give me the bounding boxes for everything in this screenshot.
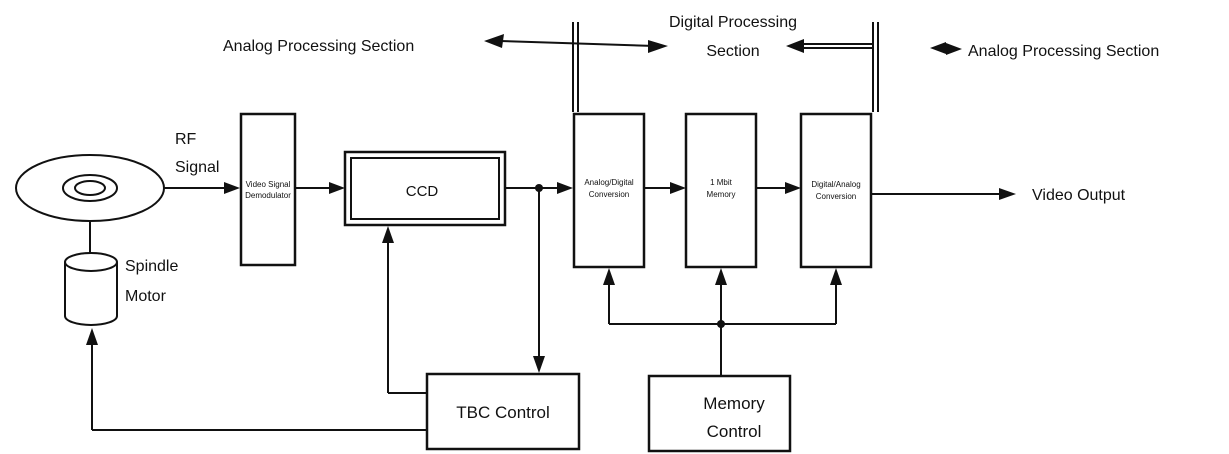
analog-right-span-arrow [930, 42, 962, 55]
junction-to-tbc-arrow [533, 188, 545, 373]
memory-control-label-line2: Control [707, 422, 762, 441]
adc-label-line1: Analog/Digital [584, 178, 634, 187]
disc-icon [15, 154, 165, 222]
memory-to-dac-arrow [756, 182, 801, 194]
tbc-control-block [425, 372, 581, 451]
memory-block [684, 112, 758, 269]
analog-section-right-label: Analog Processing Section [968, 43, 1159, 60]
adc-label-line2: Conversion [589, 190, 629, 199]
memory-control-label-line1: Memory [703, 394, 765, 413]
digital-section-label-line2: Section [706, 43, 759, 60]
analog-section-left-label: Analog Processing Section [223, 38, 414, 55]
memory-label-line2: Memory [707, 190, 736, 199]
memory-control-block [647, 374, 792, 453]
video-output-arrow [871, 188, 1016, 200]
spindle-motor-label-line1: Spindle [125, 258, 178, 275]
analog-left-span-arrow [484, 34, 668, 53]
spindle-motor-label-line2: Motor [125, 288, 167, 305]
video-signal-demodulator-block [239, 112, 297, 267]
rf-signal-label-line2: Signal [175, 159, 219, 176]
memory-bus-junction-dot [717, 320, 725, 328]
tbc-control-label: TBC Control [456, 403, 550, 422]
video-output-label: Video Output [1032, 187, 1126, 204]
demodulator-label-line2: Demodulator [245, 191, 291, 200]
tbc-to-ccd-arrow [382, 226, 427, 394]
digital-analog-conversion-block [799, 112, 873, 269]
adc-to-memory-arrow [644, 182, 686, 194]
dac-label-line1: Digital/Analog [811, 180, 860, 189]
ccd-block [343, 150, 507, 227]
dac-label-line2: Conversion [816, 192, 856, 201]
digital-section-label-line1: Digital Processing [669, 14, 797, 31]
rf-signal-arrow [164, 182, 240, 194]
ccd-label: CCD [406, 183, 439, 200]
rf-signal-label-line1: RF [175, 131, 197, 148]
ccd-to-adc-arrow [557, 182, 573, 194]
memory-label-line1: 1 Mbit [710, 178, 733, 187]
section-divider-left [572, 22, 579, 112]
demodulator-label-line1: Video Signal [246, 180, 291, 189]
section-divider-right [872, 22, 879, 112]
digital-span-arrow [786, 39, 873, 53]
tbc-to-spindle-arrow [86, 328, 427, 431]
demod-to-ccd-arrow [295, 182, 345, 194]
analog-digital-conversion-block [572, 112, 646, 269]
spindle-motor-icon [64, 252, 118, 326]
